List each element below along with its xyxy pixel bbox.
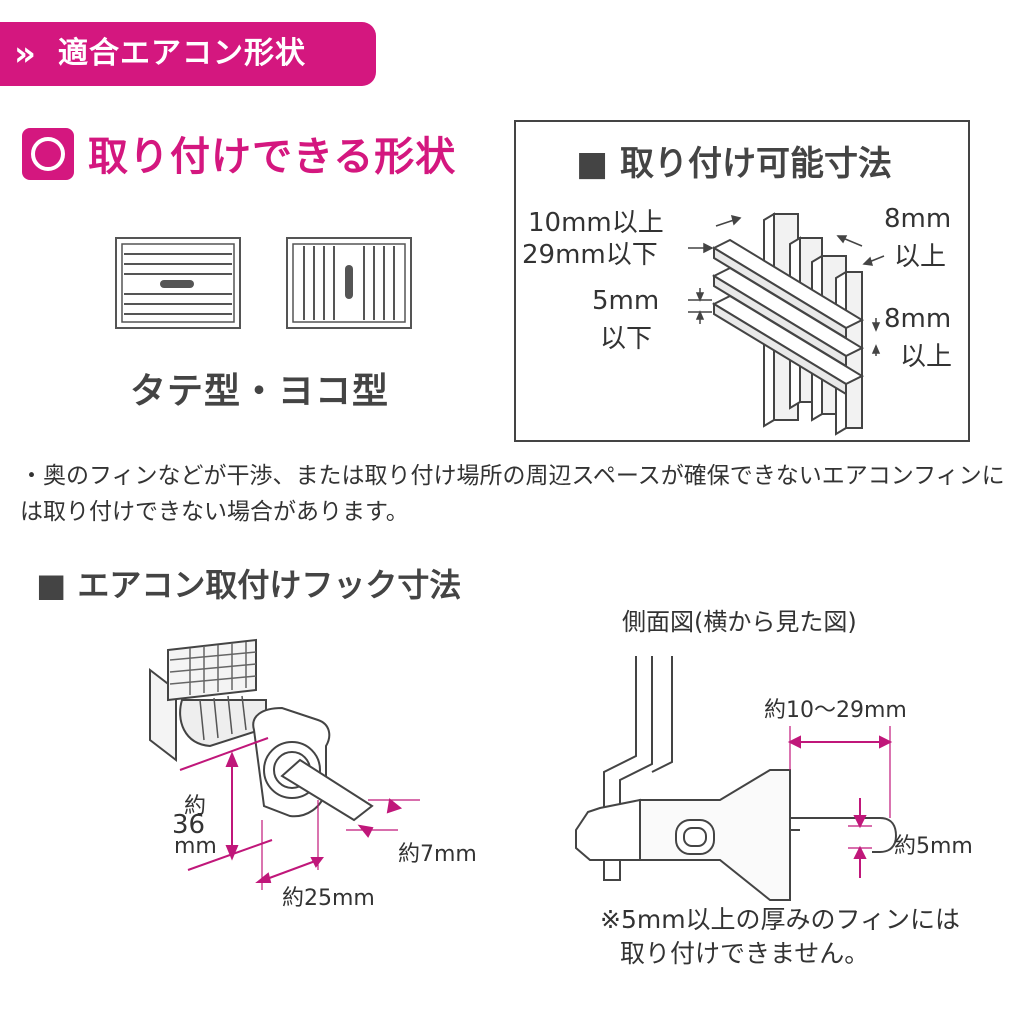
ok-shapes-title: 取り付けできる形状 (88, 134, 457, 180)
fin-thickness-label-1: 5mm (592, 286, 660, 316)
depth-label-2: 以上 (894, 242, 947, 272)
space-label-1: 8mm (884, 304, 952, 334)
hook-height-label-3: mm (174, 834, 217, 859)
hook-gap-label: 約5mm (894, 834, 973, 859)
hook-front-illustration (149, 638, 374, 822)
depth-label-1: 8mm (884, 204, 952, 234)
dimension-box-title: ■ 取り付け可能寸法 (576, 144, 892, 184)
hook-dimension-title: ■ エアコン取付けフック寸法 (36, 566, 462, 604)
fin-dimension-diagram (711, 212, 865, 436)
warning-line-1: ※5mm以上の厚みのフィンには (600, 905, 961, 934)
hook-width-label: 約25mm (282, 886, 375, 911)
hook-height-label-2: 36 (172, 810, 206, 840)
hook-side-dimensions (787, 726, 893, 878)
fin-thickness-label-2: 以下 (600, 324, 653, 354)
shape-types-label: タテ型・ヨコ型 (130, 371, 390, 412)
fin-dimension-markers (688, 214, 885, 356)
thickness-warning: ※5mm以上の厚みのフィンには 取り付けできません。 (600, 903, 960, 971)
circle-ok-icon (22, 128, 74, 180)
fin-gap-label-1: 10mm以上 (528, 208, 664, 238)
horizontal-louver-icon (115, 237, 241, 329)
hook-thickness-label: 約7mm (398, 842, 477, 867)
hook-front-dimensions (179, 737, 420, 890)
hook-side-illustration (575, 656, 898, 901)
fin-gap-label-2: 29mm以下 (522, 240, 658, 270)
vertical-louver-icon (286, 237, 412, 329)
space-label-2: 以上 (900, 342, 953, 372)
dimension-box (514, 120, 970, 442)
caution-note: ・奥のフィンなどが干渉、または取り付け場所の周辺スペースが確保できないエアコンフ… (20, 463, 1005, 525)
hook-height-label-1: 約 (184, 794, 207, 819)
section-title: 適合エアコン形状 (58, 36, 306, 71)
warning-line-2: 取り付けできません。 (620, 939, 870, 968)
hook-range-label: 約10〜29mm (764, 698, 907, 723)
side-view-title: 側面図(横から見た図) (622, 608, 857, 636)
section-header-compatible-ac: » 適合エアコン形状 (0, 22, 376, 86)
